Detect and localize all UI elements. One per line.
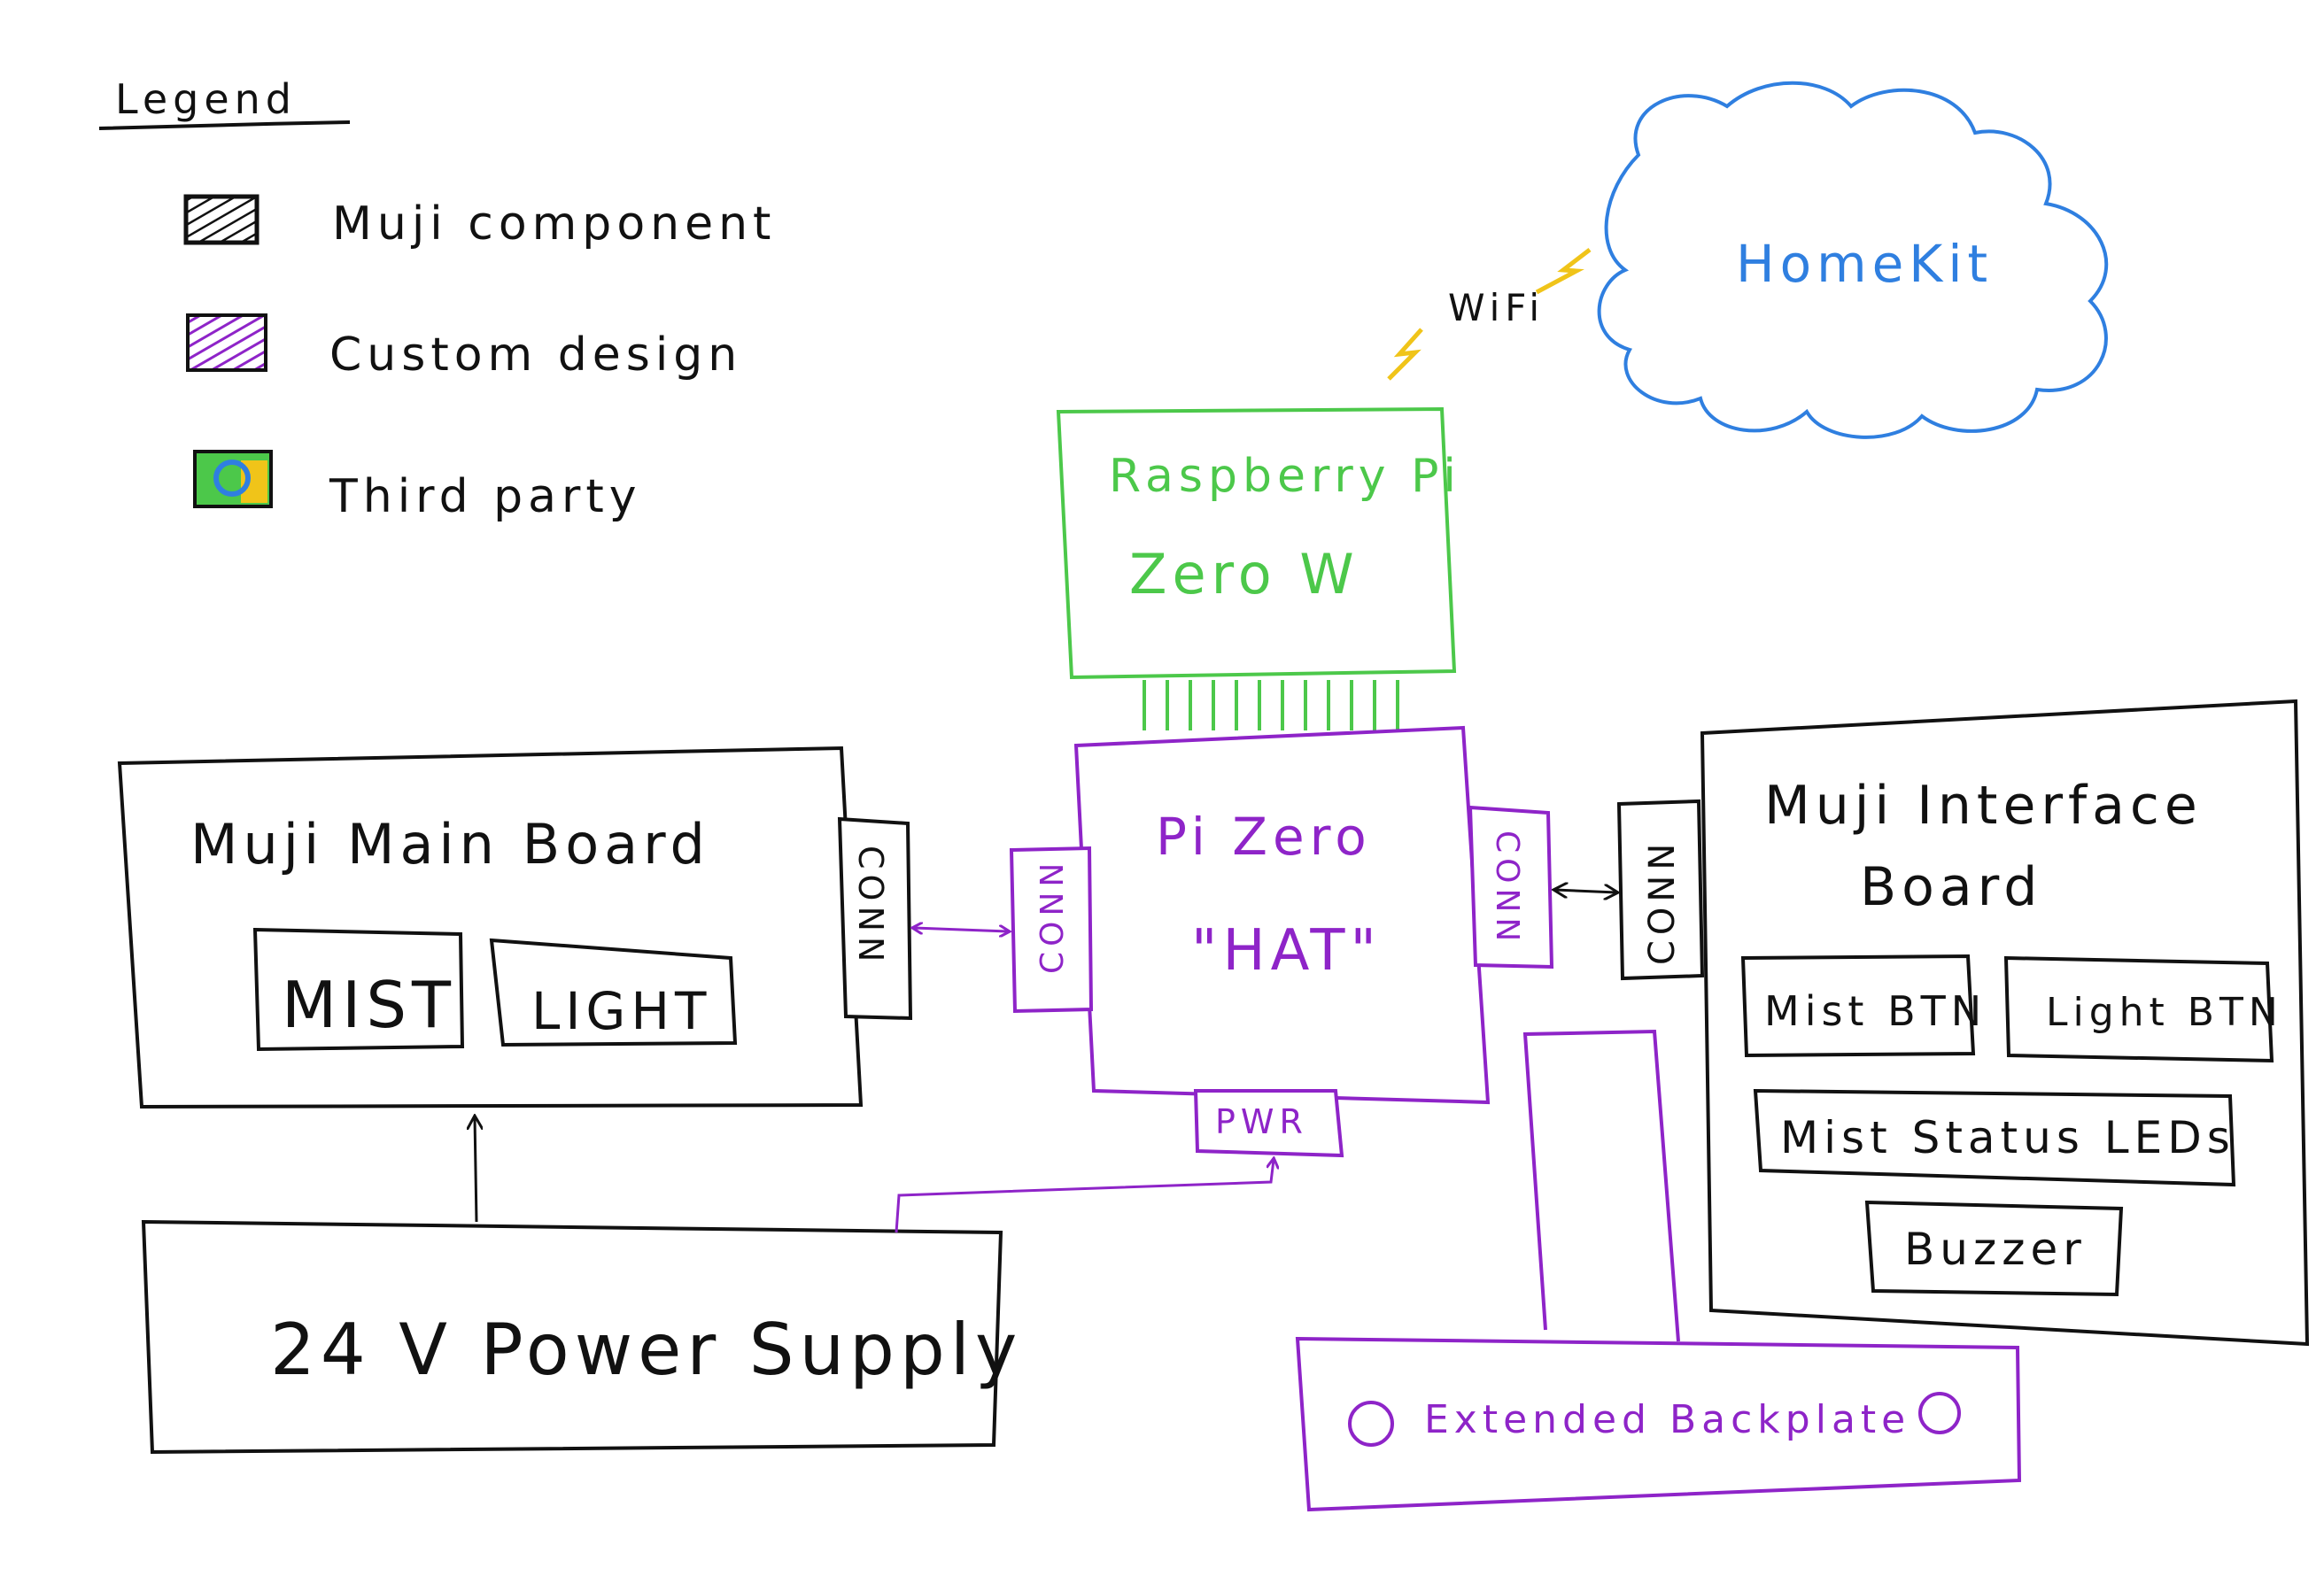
third-party-swatch-blue bbox=[213, 460, 251, 497]
hat-conn-right: CONN bbox=[1468, 805, 1554, 970]
mount-hole-left bbox=[1348, 1401, 1394, 1447]
main-board-conn-label: CONN bbox=[851, 846, 890, 967]
light-label: LIGHT bbox=[531, 981, 711, 1041]
gpio-pins bbox=[1143, 680, 1399, 730]
buzzer-label: Buzzer bbox=[1904, 1224, 2087, 1275]
connections bbox=[475, 890, 1680, 1342]
interface-conn-label: CONN bbox=[1642, 838, 1683, 965]
muji-swatch bbox=[183, 194, 260, 245]
wifi-bolt-right bbox=[1535, 248, 1592, 295]
pi-outline bbox=[1056, 406, 1457, 680]
backplate-mount-bracket bbox=[1522, 1029, 1680, 1342]
pi-zero-hat: Pi Zero "HAT" CONN CONN PWR bbox=[1009, 725, 1554, 1158]
main-board-conn: CONN bbox=[837, 816, 913, 1021]
main-board-title: Muji Main Board bbox=[190, 812, 710, 877]
hat-pwr-label: PWR bbox=[1215, 1102, 1308, 1141]
legend-item-custom: Custom design bbox=[186, 313, 742, 382]
backplate-label: Extended Backplate bbox=[1424, 1397, 1910, 1442]
backplate-outline bbox=[1295, 1336, 2022, 1512]
light-block: LIGHT bbox=[489, 938, 738, 1047]
legend-underline bbox=[98, 120, 351, 130]
hat-conn-left-label: CONN bbox=[1034, 858, 1071, 974]
hat-pwr-header: PWR bbox=[1193, 1089, 1344, 1158]
legend-title: Legend bbox=[115, 75, 297, 123]
custom-swatch bbox=[186, 313, 267, 372]
mist-btn-label: Mist BTN bbox=[1764, 987, 1987, 1035]
status-leds-label: Mist Status LEDs bbox=[1780, 1112, 2235, 1163]
cloud-label: HomeKit bbox=[1736, 234, 1993, 294]
status-leds-block: Mist Status LEDs bbox=[1753, 1088, 2236, 1187]
power-supply-outline bbox=[141, 1219, 1003, 1455]
muji-interface-board: Muji Interface Board CONN Mist BTN Light… bbox=[1616, 699, 2310, 1347]
light-btn-block: Light BTN bbox=[2003, 955, 2283, 1063]
legend-label-muji: Muji component bbox=[332, 197, 776, 251]
extended-backplate: Extended Backplate bbox=[1295, 1336, 2022, 1512]
main-to-hat-link bbox=[914, 928, 1008, 931]
mist-label: MIST bbox=[282, 968, 456, 1042]
psu-to-main-board bbox=[475, 1117, 476, 1223]
mount-hole-right bbox=[1918, 1392, 1961, 1434]
interface-board-title-1: Muji Interface bbox=[1764, 775, 2203, 837]
power-supply-label: 24 V Power Supply bbox=[270, 1309, 1022, 1391]
legend-item-muji: Muji component bbox=[183, 194, 776, 251]
hat-conn-right-label: CONN bbox=[1489, 830, 1525, 946]
legend-label-custom: Custom design bbox=[329, 328, 742, 382]
cloud-shape bbox=[1597, 81, 2109, 439]
power-supply: 24 V Power Supply bbox=[141, 1219, 1022, 1455]
main-board-outline bbox=[117, 746, 864, 1109]
pi-label-line1: Raspberry Pi bbox=[1109, 450, 1461, 503]
hat-label-line2: "HAT" bbox=[1191, 918, 1382, 984]
mist-block: MIST bbox=[252, 927, 465, 1052]
hat-conn-left: CONN bbox=[1009, 846, 1094, 1014]
psu-to-hat-pwr bbox=[895, 1160, 1274, 1233]
wifi-label: WiFi bbox=[1448, 286, 1545, 329]
pi-label-line2: Zero W bbox=[1129, 542, 1360, 606]
legend: Legend Muji component Custom design Thir… bbox=[98, 75, 776, 523]
interface-board-outline bbox=[1700, 699, 2310, 1347]
wifi-link: WiFi bbox=[1387, 248, 1592, 381]
legend-label-third-party: Third party bbox=[329, 470, 642, 523]
buzzer-block: Buzzer bbox=[1864, 1200, 2124, 1297]
mist-btn-block: Mist BTN bbox=[1740, 954, 1987, 1058]
legend-item-third-party: Third party bbox=[193, 450, 642, 523]
hat-label-line1: Pi Zero bbox=[1156, 807, 1372, 867]
muji-main-board: Muji Main Board MIST LIGHT CONN bbox=[117, 746, 913, 1109]
raspberry-pi-board: Raspberry Pi Zero W bbox=[1056, 406, 1461, 730]
light-btn-label: Light BTN bbox=[2046, 990, 2283, 1035]
interface-board-conn: CONN bbox=[1616, 799, 1705, 981]
homekit-cloud: HomeKit bbox=[1597, 81, 2109, 439]
wifi-bolt-left bbox=[1387, 328, 1423, 381]
hat-outline bbox=[1073, 725, 1491, 1105]
hat-to-interface-link bbox=[1555, 890, 1616, 892]
interface-board-title-2: Board bbox=[1860, 856, 2042, 918]
